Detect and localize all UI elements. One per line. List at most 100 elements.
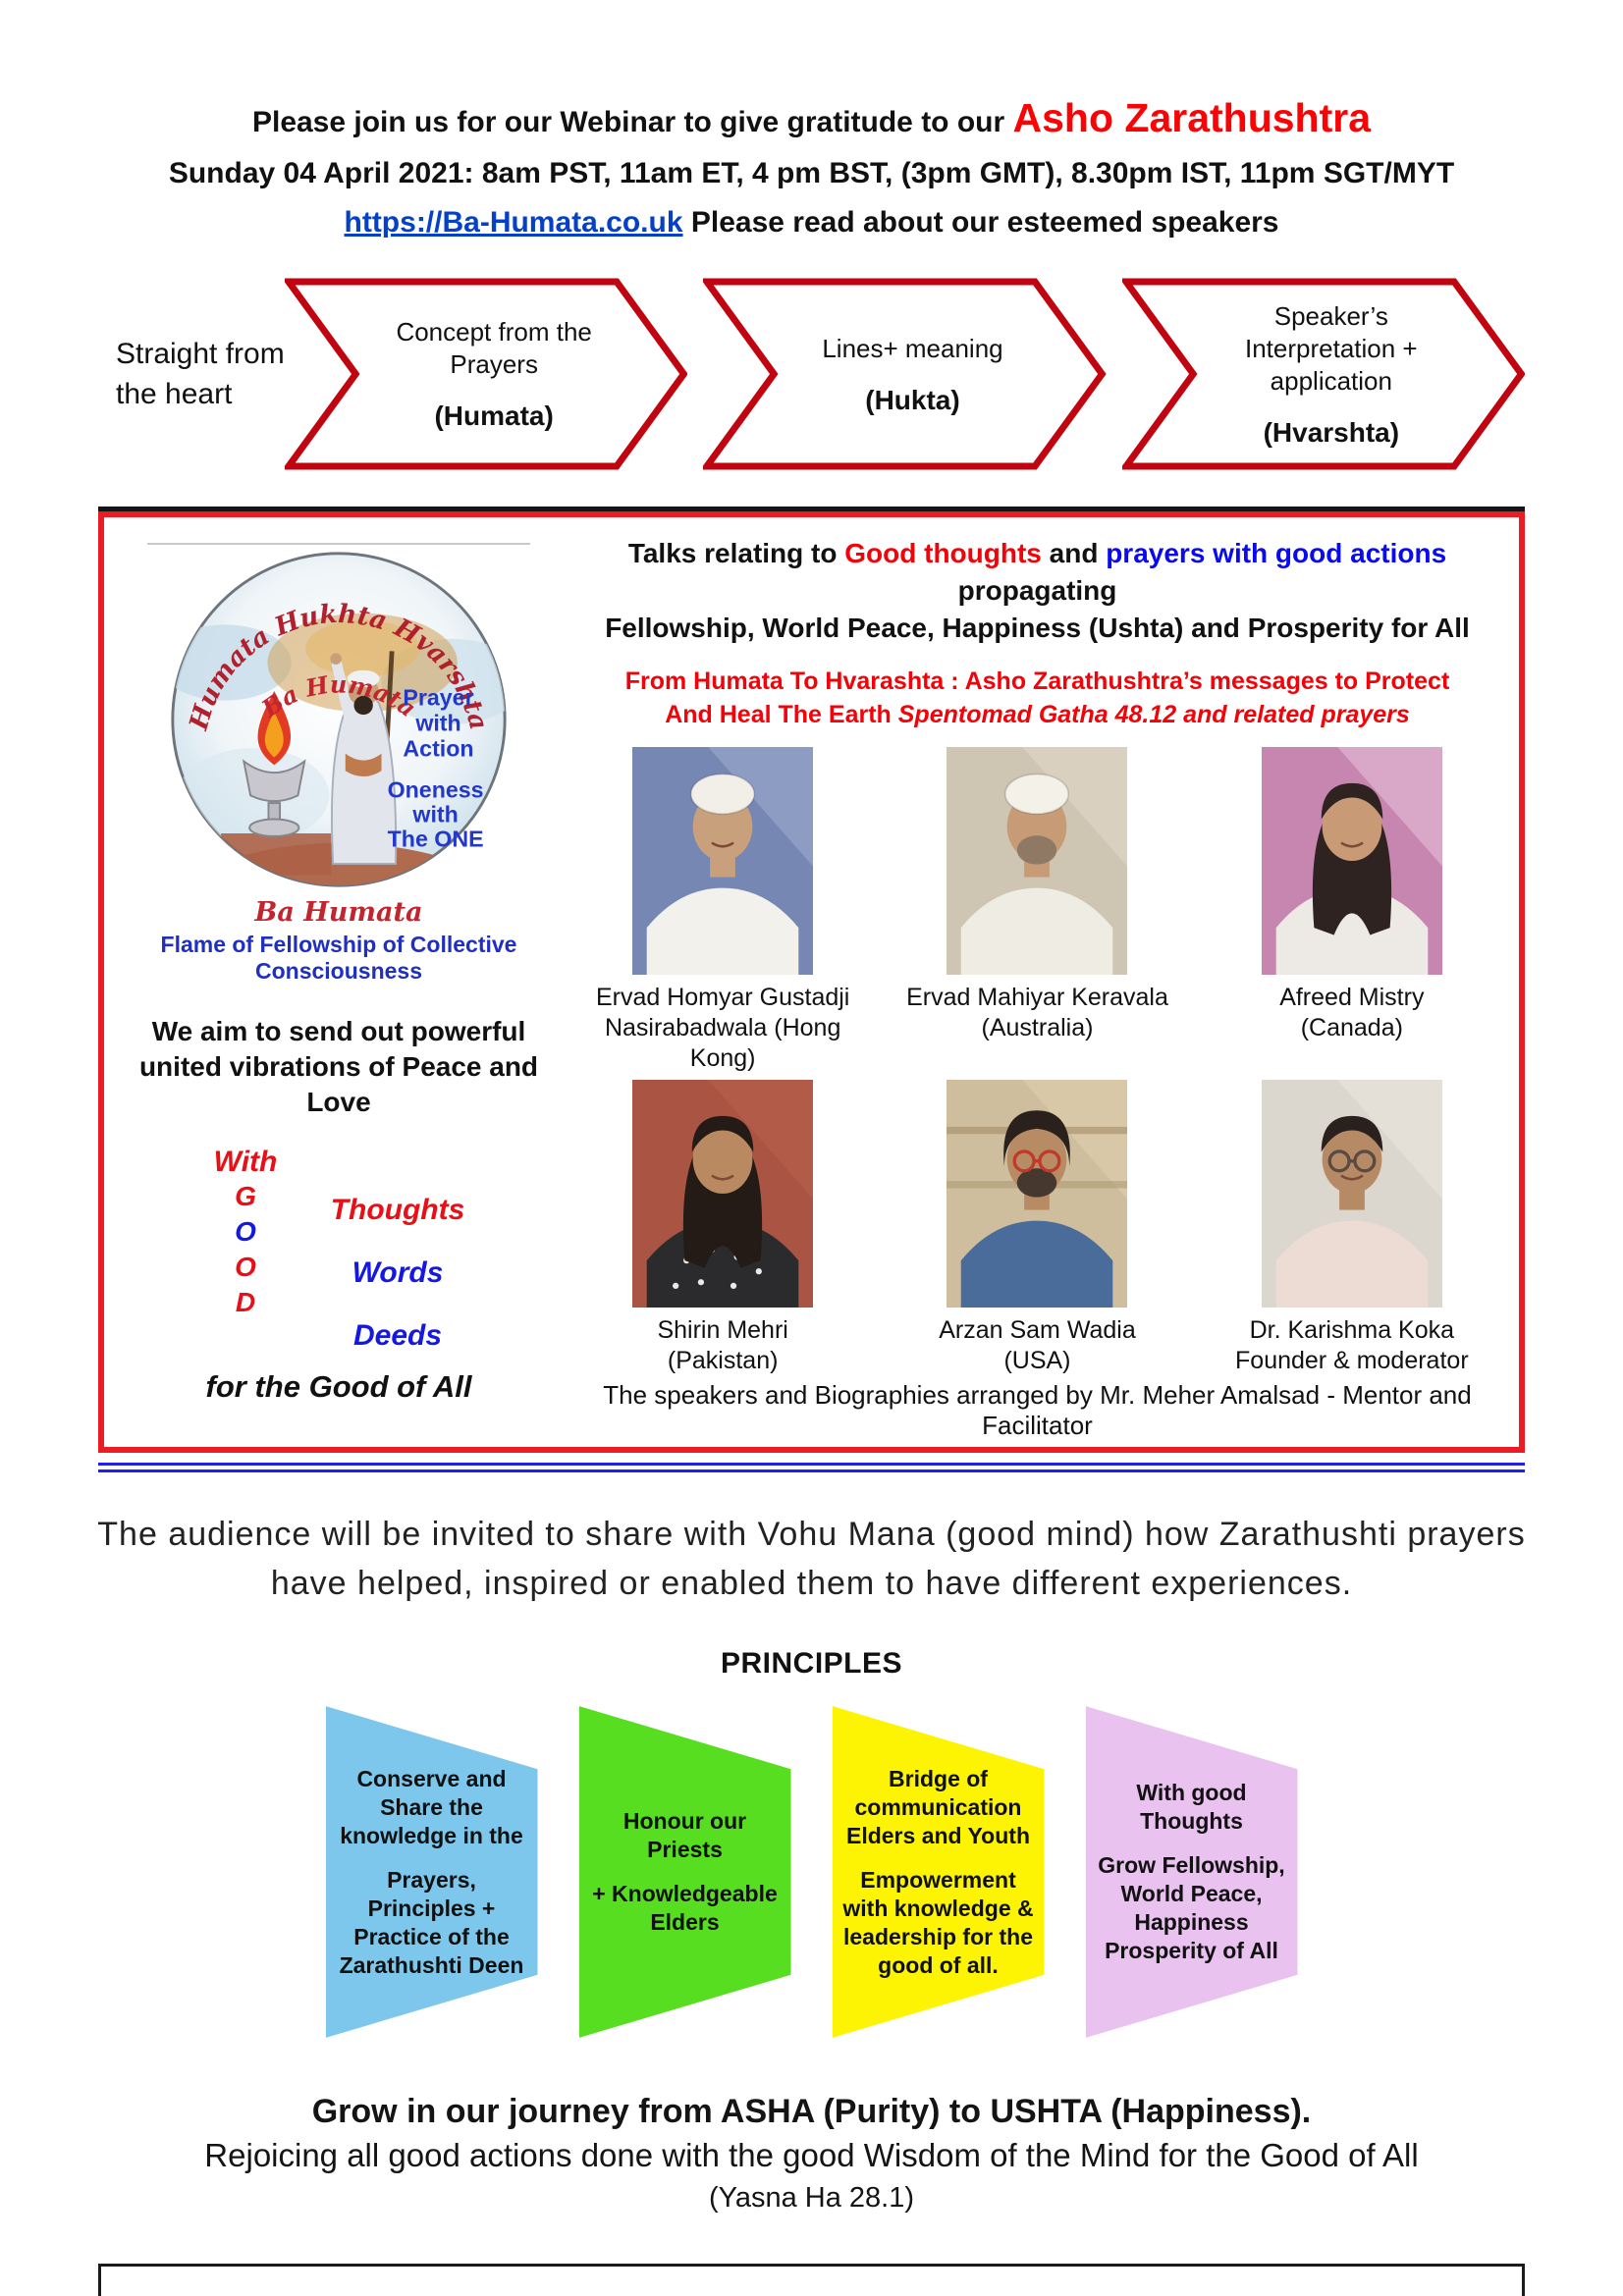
chevron-step-hukta: Lines+ meaning (Hukta) [703, 278, 1107, 470]
headline-part5: propagating [957, 575, 1117, 606]
principle-text: Empowerment with knowledge & leadership … [842, 1866, 1034, 1978]
logo-text-action: Action [403, 736, 473, 762]
logo-caption-ba-humata: Ba Humata [254, 897, 423, 928]
header-date: Sunday 04 April 2021: 8am PST, 11am ET, … [168, 157, 1455, 189]
speaker-card: Ervad Mahiyar Keravala(Australia) [884, 747, 1190, 1074]
speaker-name: Afreed Mistry(Canada) [1279, 984, 1425, 1041]
flow-lead-label: Straight from the heart [116, 338, 285, 410]
header: Please join us for our Webinar to give g… [0, 0, 1623, 246]
speaker-photo-karishma [1261, 1080, 1442, 1308]
speaker-name: Ervad Mahiyar Keravala(Australia) [906, 984, 1168, 1041]
speaker-photo-shirin [632, 1080, 814, 1308]
principles-title: PRINCIPLES [720, 1647, 903, 1680]
box-headline: Talks relating to Good thoughts and pray… [569, 535, 1505, 647]
divider [147, 543, 530, 545]
good-letter-o2: O [235, 1252, 256, 1282]
speaker-photo-afreed [1261, 747, 1442, 975]
chevron-text: Concept from the Prayers [396, 317, 592, 379]
grow-line1: Grow in our journey from ASHA (Purity) t… [311, 2093, 1312, 2130]
subhead-line2-italic: Spentomad Gatha 48.12 and related prayer… [897, 701, 1410, 728]
good-word-deeds: Deeds [352, 1319, 443, 1352]
speaker-card: Afreed Mistry(Canada) [1199, 747, 1505, 1074]
principles-row: Conserve and Share the knowledge in the … [0, 1706, 1623, 2038]
box-subhead: From Humata To Hvarashta : Asho Zarathus… [569, 665, 1505, 731]
audience-paragraph: The audience will be invited to share wi… [0, 1510, 1623, 1608]
speaker-photo-homyar [632, 747, 814, 975]
speakers-column: Talks relating to Good thoughts and pray… [566, 525, 1513, 1443]
logo-column: Humata Hukhta Hvarshta Ba Humata Prayer … [112, 525, 566, 1443]
chevron-tag: (Hvarshta) [1263, 416, 1400, 448]
logo-text-with2: with [411, 801, 458, 827]
header-link-suffix: Please read about our esteemed speakers [682, 206, 1279, 239]
grow-line2: Rejoicing all good actions done with the… [204, 2137, 1419, 2173]
principle-text: Conserve and Share the knowledge in the [340, 1765, 523, 1848]
chevron-tag: (Humata) [434, 400, 554, 431]
chevron-arrow-icon [1121, 278, 1525, 470]
good-letter-g: G [235, 1181, 256, 1211]
speaker-photo-mahiyar [947, 747, 1128, 975]
ba-humata-logo: Humata Hukhta Hvarshta Ba Humata Prayer … [168, 549, 510, 895]
good-with: With [213, 1146, 278, 1178]
speaker-name: Arzan Sam Wadia(USA) [939, 1316, 1136, 1374]
principle-text: + Knowledgeable Elders [592, 1881, 778, 1935]
headline-prayers: prayers with good actions [1106, 538, 1447, 568]
header-line3: https://Ba-Humata.co.uk Please read abou… [0, 199, 1623, 246]
support-line: Technical support by Mr. Yazdi Tantra. P… [111, 2290, 1512, 2296]
logo-text-the-one: The ONE [388, 827, 484, 852]
subhead-line2: And Heal The Earth [665, 701, 898, 728]
good-footer: for the Good of All [205, 1369, 472, 1404]
support-box: Technical support by Mr. Yazdi Tantra. P… [98, 2264, 1525, 2296]
chevron-text: Speaker’s Interpretation + application [1245, 300, 1418, 396]
speaker-name: Shirin Mehri(Pakistan) [657, 1316, 788, 1374]
header-intro: Please join us for our Webinar to give g… [251, 106, 1013, 138]
principle-shape-honour: Honour our Priests + Knowledgeable Elder… [578, 1706, 791, 2038]
chevron-arrow-icon [285, 278, 688, 470]
chevron-row: Concept from the Prayers (Humata) Lines+ … [285, 278, 1525, 470]
headline-part1: Talks relating to [627, 538, 845, 568]
subhead-line1: From Humata To Hvarashta : Asho Zarathus… [624, 667, 1450, 695]
logo-text-oneness: Oneness [388, 776, 484, 802]
arranged-by-note: The speakers and Biographies arranged by… [603, 1380, 1472, 1440]
audience-line1: The audience will be invited to share wi… [97, 1516, 1526, 1553]
good-letter-d: D [235, 1287, 256, 1317]
page-title: Asho Zarathushtra [1012, 95, 1372, 140]
headline-line2: Fellowship, World Peace, Happiness (Usht… [605, 613, 1470, 643]
headline-good-thoughts: Good thoughts [844, 538, 1042, 568]
chevron-step-hvarshta: Speaker’s Interpretation + application (H… [1121, 278, 1525, 470]
principle-shape-conserve: Conserve and Share the knowledge in the … [325, 1706, 538, 2038]
chevron-text: Lines+ meaning [822, 333, 1003, 363]
website-link[interactable]: https://Ba-Humata.co.uk [344, 206, 683, 239]
audience-line2: have helped, inspired or enabled them to… [270, 1565, 1353, 1602]
principle-text: Honour our Priests [622, 1808, 747, 1862]
blue-double-rule [98, 1463, 1525, 1472]
principle-text: Grow Fellowship, World Peace, Happiness … [1098, 1852, 1285, 1963]
speaker-card: Arzan Sam Wadia(USA) [884, 1080, 1190, 1376]
good-word-words: Words [352, 1256, 444, 1289]
main-box: Humata Hukhta Hvarshta Ba Humata Prayer … [98, 511, 1525, 1453]
good-word-thoughts: Thoughts [330, 1194, 465, 1226]
principle-text: With good Thoughts [1136, 1780, 1247, 1834]
good-letter-o1: O [235, 1216, 256, 1247]
good-block: With G O O D Thoughts Words Deeds [112, 1146, 566, 1367]
process-flow: Straight from the heart Concept from the… [116, 276, 1525, 472]
logo-text-prayer: Prayer [403, 685, 473, 711]
principle-shape-bridge: Bridge of communication Elders and Youth… [832, 1706, 1045, 2038]
grow-line3: (Yasna Ha 28.1) [708, 2182, 915, 2214]
principle-text: Prayers, Principles + Practice of the Za… [339, 1866, 524, 1978]
headline-part3: and [1041, 538, 1107, 568]
logo-caption-flame: Flame of Fellowship of Collective Consci… [160, 932, 517, 984]
aim-statement: We aim to send out powerful united vibra… [138, 1016, 539, 1117]
principle-shape-thoughts: With good Thoughts Grow Fellowship, Worl… [1085, 1706, 1298, 2038]
speaker-card: Shirin Mehri(Pakistan) [569, 1080, 876, 1376]
speaker-photo-arzan [947, 1080, 1128, 1308]
grow-block: Grow in our journey from ASHA (Purity) t… [0, 2089, 1623, 2218]
chevron-tag: (Hukta) [865, 384, 960, 415]
chevron-step-humata: Concept from the Prayers (Humata) [285, 278, 688, 470]
logo-text-with1: with [414, 711, 460, 736]
